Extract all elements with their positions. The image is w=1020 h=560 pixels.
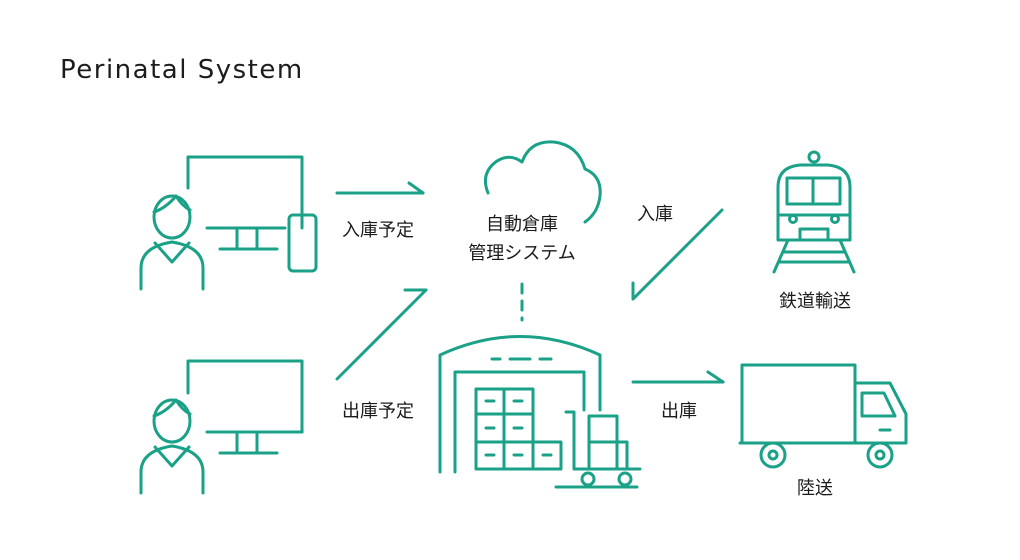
- truck-icon: [738, 363, 908, 469]
- train-icon: [772, 150, 856, 274]
- label-rail: 鉄道輸送: [779, 291, 851, 312]
- label-outbound: 出庫: [661, 401, 697, 422]
- label-outbound-plan: 出庫予定: [342, 401, 414, 422]
- label-inbound: 入庫: [637, 204, 673, 225]
- label-system-line1: 自動倉庫: [486, 214, 558, 235]
- person-icon: [139, 194, 205, 291]
- label-system-line2: 管理システム: [468, 243, 575, 264]
- arrow-inbound: [631, 208, 724, 301]
- cloud-icon: [484, 140, 602, 224]
- warehouse-icon: [438, 335, 602, 474]
- boxes-icon: [474, 387, 629, 471]
- smartphone-icon: [287, 213, 318, 273]
- monitor-icon: [186, 155, 304, 251]
- arrow-inbound-plan: [335, 181, 425, 195]
- arrow-outbound-plan: [335, 288, 428, 381]
- person-icon: [139, 398, 205, 495]
- label-inbound-plan: 入庫予定: [342, 220, 414, 241]
- page-title: Perinatal System: [60, 55, 304, 85]
- arrow-outbound: [631, 370, 725, 384]
- cart-icon: [554, 410, 642, 489]
- label-land: 陸送: [797, 478, 833, 499]
- monitor-icon: [186, 359, 304, 455]
